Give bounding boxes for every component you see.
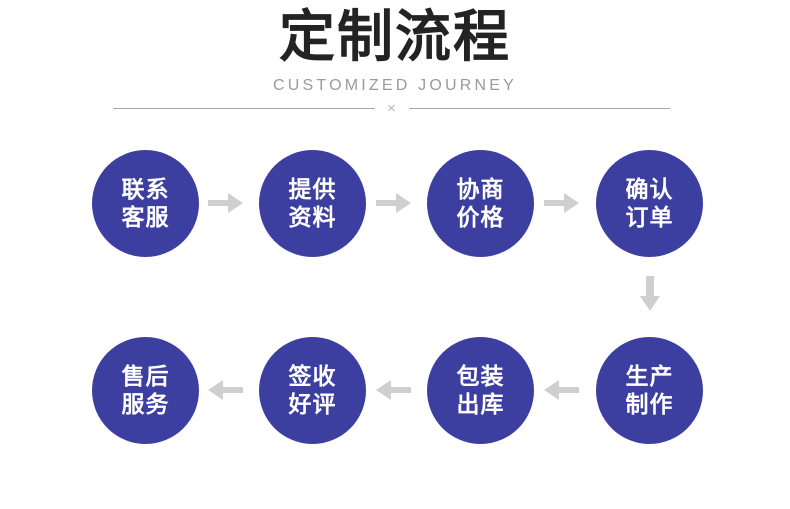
divider-rule-right bbox=[408, 107, 670, 109]
flow-node-label-line1: 确认 bbox=[625, 176, 674, 203]
arrow-down-icon bbox=[639, 276, 661, 312]
flow-node-contact-service[interactable]: 联系 客服 bbox=[92, 150, 199, 257]
flow-node-label-line2: 客服 bbox=[121, 204, 170, 231]
header: 定制流程 CUSTOMIZED JOURNEY bbox=[0, 0, 790, 96]
flow-node-label-line1: 联系 bbox=[121, 176, 170, 203]
divider-x-icon: × bbox=[387, 99, 396, 117]
flow-node-label-line1: 生产 bbox=[625, 363, 674, 390]
flow-node-label-line1: 提供 bbox=[288, 176, 337, 203]
flow-node-after-sales-service[interactable]: 售后 服务 bbox=[92, 337, 199, 444]
page-subtitle: CUSTOMIZED JOURNEY bbox=[273, 77, 517, 94]
flow-node-label-line2: 订单 bbox=[625, 204, 674, 231]
flow-node-provide-materials[interactable]: 提供 资料 bbox=[259, 150, 366, 257]
flow-node-label-line1: 包装 bbox=[456, 363, 505, 390]
flow-node-label-line2: 制作 bbox=[625, 391, 674, 418]
arrow-right-icon bbox=[376, 192, 412, 214]
arrow-right-icon bbox=[208, 192, 244, 214]
flow-node-confirm-order[interactable]: 确认 订单 bbox=[596, 150, 703, 257]
arrow-left-icon bbox=[376, 379, 412, 401]
divider: × bbox=[113, 99, 670, 117]
flow-node-label-line1: 签收 bbox=[288, 363, 337, 390]
flow-node-label-line1: 售后 bbox=[121, 363, 170, 390]
flow-node-production[interactable]: 生产 制作 bbox=[596, 337, 703, 444]
flow-node-label-line2: 服务 bbox=[121, 391, 170, 418]
flow-node-receipt-review[interactable]: 签收 好评 bbox=[259, 337, 366, 444]
flow-node-label-line2: 出库 bbox=[456, 391, 505, 418]
flow-node-label-line2: 价格 bbox=[456, 204, 505, 231]
flow-node-label-line2: 资料 bbox=[288, 204, 337, 231]
arrow-left-icon bbox=[208, 379, 244, 401]
flow-node-label-line2: 好评 bbox=[288, 391, 337, 418]
page-title: 定制流程 bbox=[279, 5, 511, 70]
flow-node-packing-shipping[interactable]: 包装 出库 bbox=[427, 337, 534, 444]
divider-rule-left bbox=[113, 107, 375, 109]
arrow-left-icon bbox=[544, 379, 580, 401]
arrow-right-icon bbox=[544, 192, 580, 214]
flow-node-negotiate-price[interactable]: 协商 价格 bbox=[427, 150, 534, 257]
flow-node-label-line1: 协商 bbox=[456, 176, 505, 203]
